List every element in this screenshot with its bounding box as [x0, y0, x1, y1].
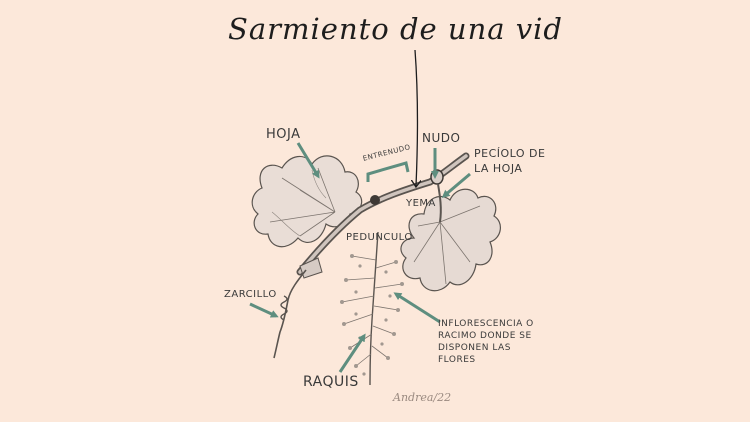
label-peciolo: PECÍOLO DE LA HOJA: [474, 147, 546, 175]
inflorescencia-arrow: [393, 292, 441, 324]
label-pedunculo: PEDUNCULO: [346, 232, 413, 243]
label-yema: YEMA: [406, 198, 436, 209]
label-inflorescencia: INFLORESCENCIA O RACIMO DONDE SE DISPONE…: [438, 319, 534, 366]
raquis-arrow: [338, 333, 366, 373]
title-arrow: [415, 49, 417, 186]
label-raquis: RAQUIS: [303, 374, 359, 390]
inflorescence: [340, 231, 404, 386]
cane: [296, 152, 470, 279]
label-zarcillo: ZARCILLO: [224, 289, 277, 300]
right-leaf: [400, 188, 501, 292]
hoja-arrow: [296, 142, 320, 179]
artist-signature: Andrea/22: [393, 391, 452, 404]
entrenudo-bracket: [366, 161, 410, 182]
label-nudo: NUDO: [422, 131, 461, 145]
tendril: [273, 269, 307, 359]
diagram-title: Sarmiento de una vid: [228, 12, 563, 46]
peciolo-arrow: [441, 172, 471, 198]
zarcillo-arrow: [249, 302, 279, 318]
label-hoja: HOJA: [266, 127, 301, 142]
